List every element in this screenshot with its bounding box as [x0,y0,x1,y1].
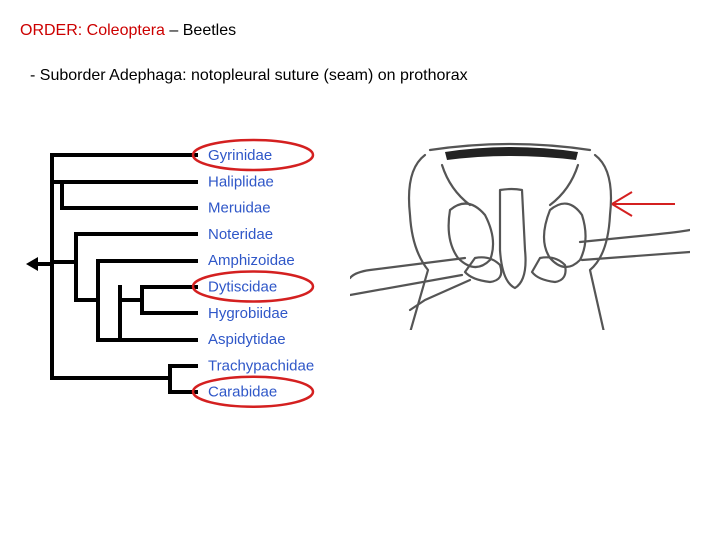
taxon-label-meruidae: Meruidae [208,200,271,217]
prothorax-cavity [445,147,578,160]
collar [428,142,592,152]
leg-left [350,256,467,297]
taxon-highlights [191,138,315,408]
title-common-name: Beetles [182,22,237,39]
notopleural-suture-left [440,163,472,207]
leg-left-lower [408,278,472,312]
trochanter-right [530,256,567,284]
prothorax-left-margin [407,153,430,330]
leg-right [578,228,690,262]
root-arrow-icon [26,257,38,271]
suborder-description: - Suborder Adephaga: notopleural suture … [30,67,468,84]
taxon-label-aspidytidae: Aspidytidae [208,331,286,348]
trochanter-left [463,256,503,284]
procoxa-right [542,202,587,269]
notopleural-suture-right [548,163,580,207]
taxon-label-amphizoidae: Amphizoidae [208,252,295,269]
title-order: Coleoptera [86,22,165,39]
taxon-labels: GyrinidaeHaliplidaeMeruidaeNoteridaeAmph… [208,147,314,401]
taxon-label-dytiscidae: Dytiscidae [208,279,277,296]
suture-pointer-arrow [611,191,675,217]
page-title: ORDER: Coleoptera – Beetles [20,22,236,40]
prosternum [498,187,527,290]
procoxa-left [447,202,495,269]
prothorax-outline [350,142,690,330]
taxon-label-trachypachidae: Trachypachidae [208,357,314,374]
taxon-label-hygrobiidae: Hygrobiidae [208,305,288,322]
highlight-ellipse-gyrinidae [191,138,315,172]
cladogram: GyrinidaeHaliplidaeMeruidaeNoteridaeAmph… [26,138,315,408]
taxon-label-haliplidae: Haliplidae [208,173,274,190]
taxon-label-gyrinidae: Gyrinidae [208,147,272,164]
taxon-label-noteridae: Noteridae [208,226,273,243]
highlight-ellipse-dytiscidae [191,270,315,303]
prothorax-illustration [350,142,690,330]
prothorax-right-margin [588,153,613,330]
cladogram-branches [50,153,198,394]
taxon-label-carabidae: Carabidae [208,384,277,401]
root-arrow [26,257,52,271]
title-prefix: ORDER: [20,22,87,39]
highlight-ellipse-carabidae [191,375,315,408]
title-separator: – [164,22,183,39]
